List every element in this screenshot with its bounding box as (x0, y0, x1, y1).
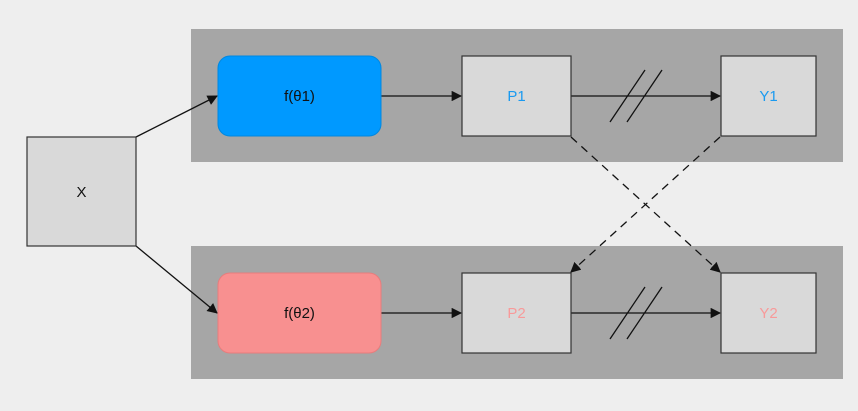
node-p1: P1 (461, 55, 572, 137)
edge-y1-to-p2-dashed (570, 136, 721, 273)
edge-x-to-f2 (135, 245, 218, 314)
node-y2: Y2 (720, 272, 817, 354)
node-p2: P2 (461, 272, 572, 354)
node-f1-label: f(θ1) (284, 88, 315, 105)
node-f1: f(θ1) (217, 55, 382, 137)
node-x-label: X (76, 184, 86, 201)
double-slash-marker-bottom (609, 286, 663, 340)
node-x: X (26, 136, 137, 247)
node-y1-label: Y1 (759, 88, 777, 105)
node-f2-label: f(θ2) (284, 305, 315, 322)
node-y2-label: Y2 (759, 305, 777, 322)
node-y1: Y1 (720, 55, 817, 137)
node-p1-label: P1 (507, 88, 525, 105)
double-slash-marker-top (609, 69, 663, 123)
node-p2-label: P2 (507, 305, 525, 322)
edge-x-to-f1 (135, 95, 218, 138)
node-f2: f(θ2) (217, 272, 382, 354)
